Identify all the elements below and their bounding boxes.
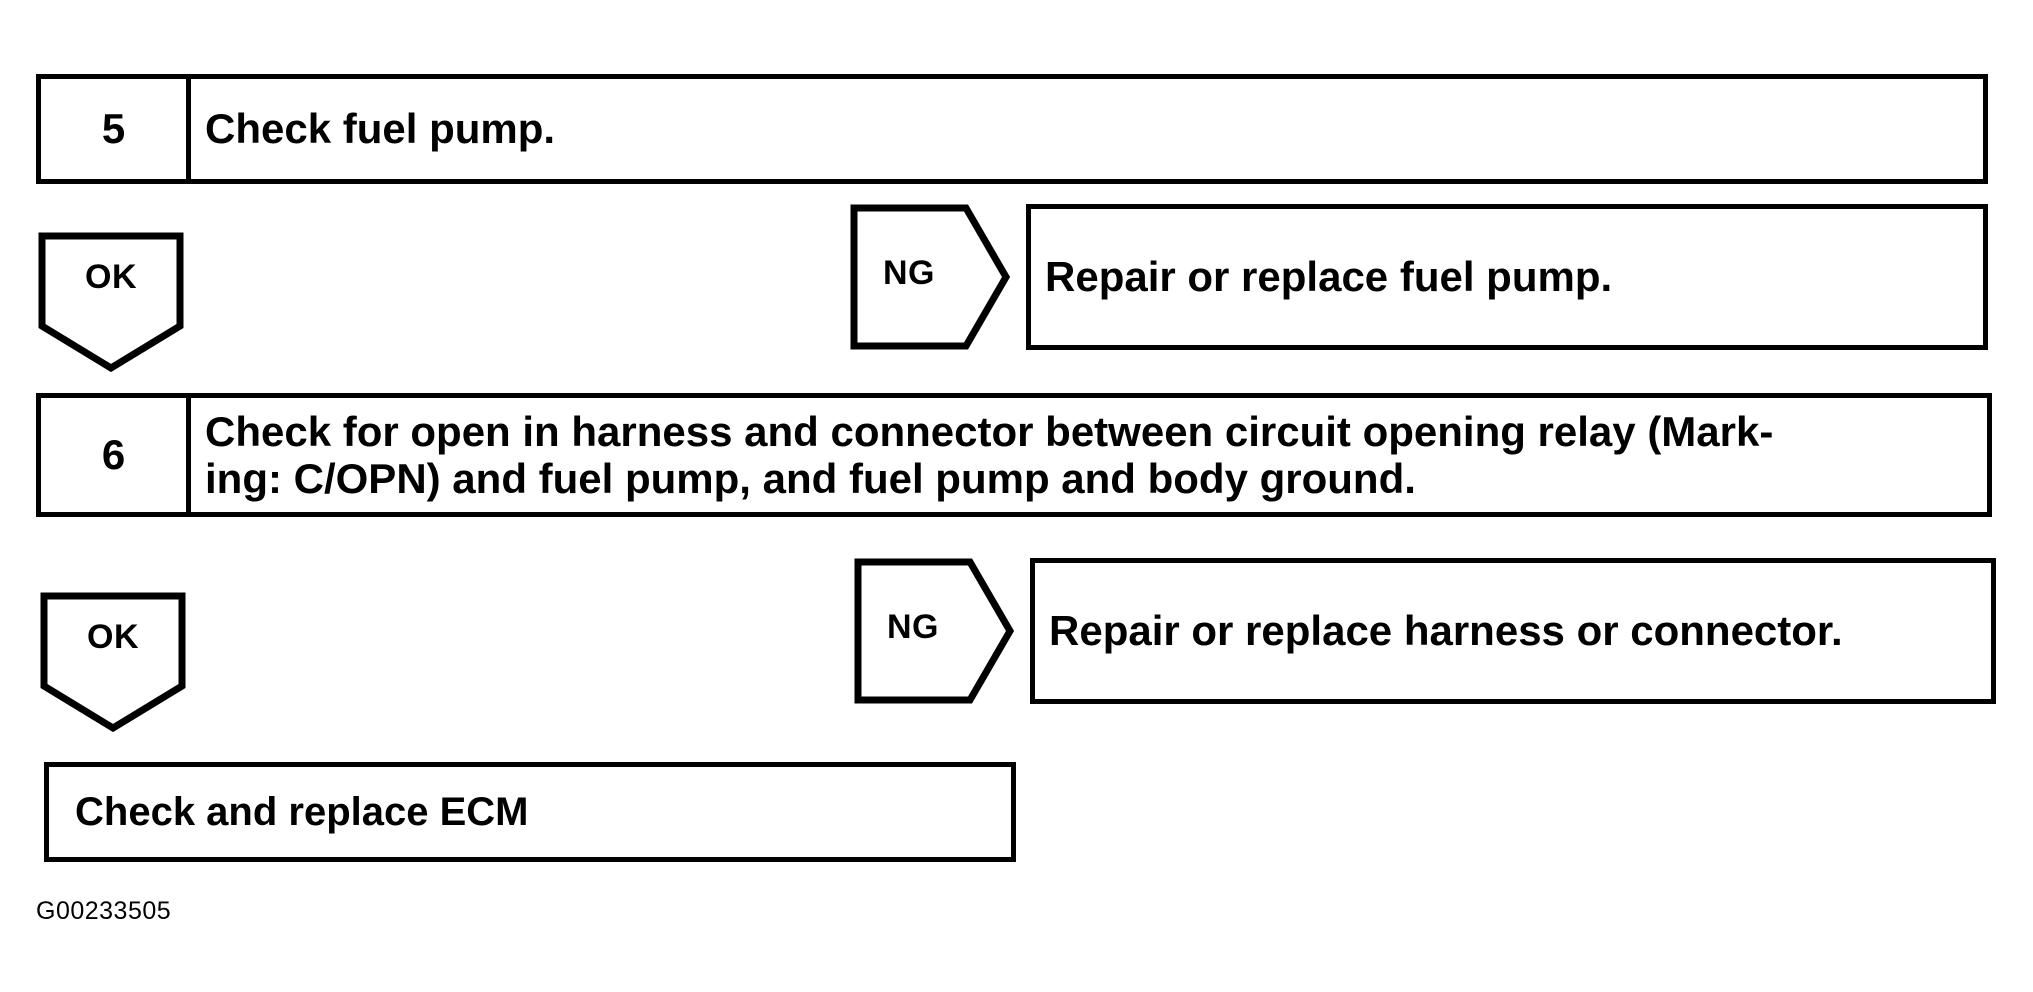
step-text-5: Check fuel pump.	[205, 105, 556, 153]
step-text-6: Check for open in harness and connector …	[191, 398, 1987, 512]
ng-pentagon-icon	[854, 558, 1014, 704]
ng-branch-marker-1: NG	[850, 204, 1010, 350]
ng-branch-marker-2: NG	[854, 558, 1014, 704]
step-number-6: 6	[41, 398, 191, 512]
ok-label-2: OK	[87, 618, 139, 656]
ng-action-box-2: Repair or replace harness or connector.	[1030, 558, 1996, 704]
step-row-6: 6 Check for open in harness and connecto…	[36, 393, 1992, 517]
ok-branch-marker-1: OK	[38, 232, 184, 372]
step-text-6-line-1: Check for open in harness and connector …	[205, 407, 1774, 455]
ng-pentagon-icon	[850, 204, 1010, 350]
step-row-5: 5 Check fuel pump.	[36, 74, 1988, 184]
final-action-box: Check and replace ECM	[44, 762, 1016, 862]
ng-label-1: NG	[883, 254, 935, 292]
ok-pentagon-icon	[38, 232, 184, 372]
ng-label-2: NG	[887, 608, 939, 646]
step-text-6-line-2: ing: C/OPN) and fuel pump, and fuel pump…	[205, 455, 1416, 502]
ok-pentagon-icon	[40, 592, 186, 732]
figure-code: G00233505	[36, 897, 172, 925]
ok-label-1: OK	[85, 258, 137, 296]
ng-action-box-1: Repair or replace fuel pump.	[1026, 204, 1988, 350]
step-number-5: 5	[41, 79, 191, 179]
ok-branch-marker-2: OK	[40, 592, 186, 732]
